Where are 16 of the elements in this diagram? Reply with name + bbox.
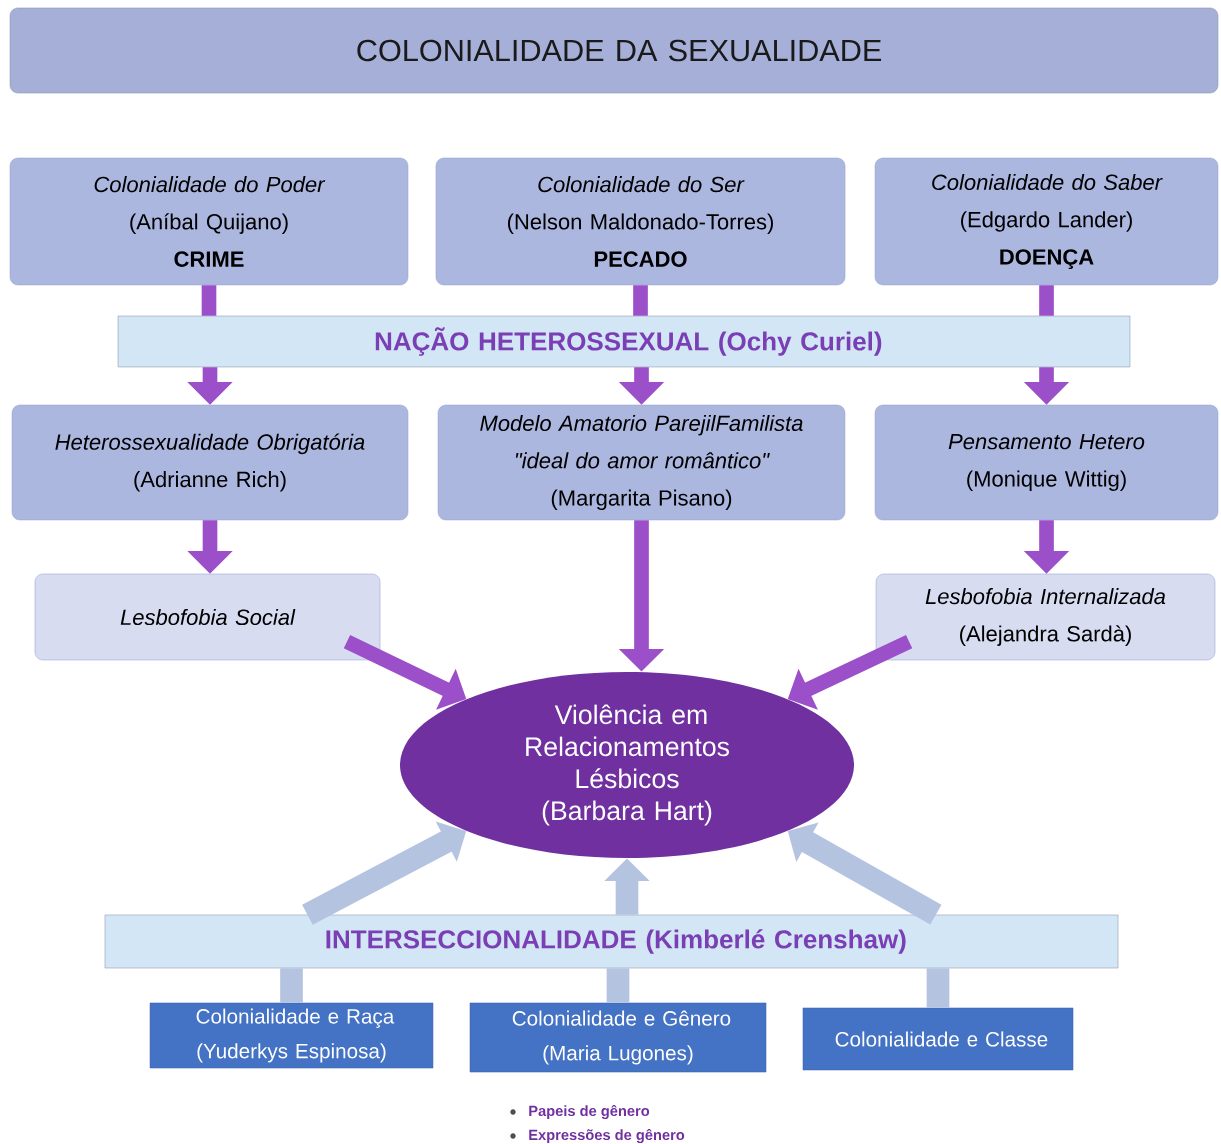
category-box: Colonialidade e Raça (Yuderkys Espinosa) [149, 1002, 434, 1069]
concept-box: Lesbofobia Social [34, 573, 381, 661]
concept-box: Modelo Amatorio ParejilFamilista "ideal do amor romântico" (Margarita Pisano) [437, 404, 846, 521]
category-box: Colonialidade e Gênero (Maria Lugones) [469, 1002, 767, 1073]
list-item: Papeis de gênero [529, 1105, 650, 1120]
concept-box: Heterossexualidade Obrigatória (Adrianne Rich) [11, 404, 409, 521]
band-box: NAÇÃO HETEROSSEXUAL (Ochy Curiel) [117, 315, 1131, 368]
concept-box: Colonialidade do Saber (Edgardo Lander) DOENÇA [874, 157, 1219, 286]
category-box: Colonialidade e Classe [802, 1007, 1074, 1071]
concept-box: Colonialidade do Ser (Nelson Maldonado-Torres) PECADO [435, 157, 846, 286]
banner-box: COLONIALIDADE DA SEXUALIDADE [9, 7, 1219, 94]
concept-box: Lesbofobia Internalizada (Alejandra Sardà) [875, 573, 1216, 661]
band-box: INTERSECCIONALIDADE (Kimberlé Crenshaw) [104, 914, 1119, 969]
list-item: Expressões de gênero [529, 1129, 685, 1144]
concept-box: Colonialidade do Poder (Aníbal Quijano) CRIME [9, 157, 409, 286]
concept-box: Pensamento Hetero (Monique Wittig) [874, 404, 1219, 521]
